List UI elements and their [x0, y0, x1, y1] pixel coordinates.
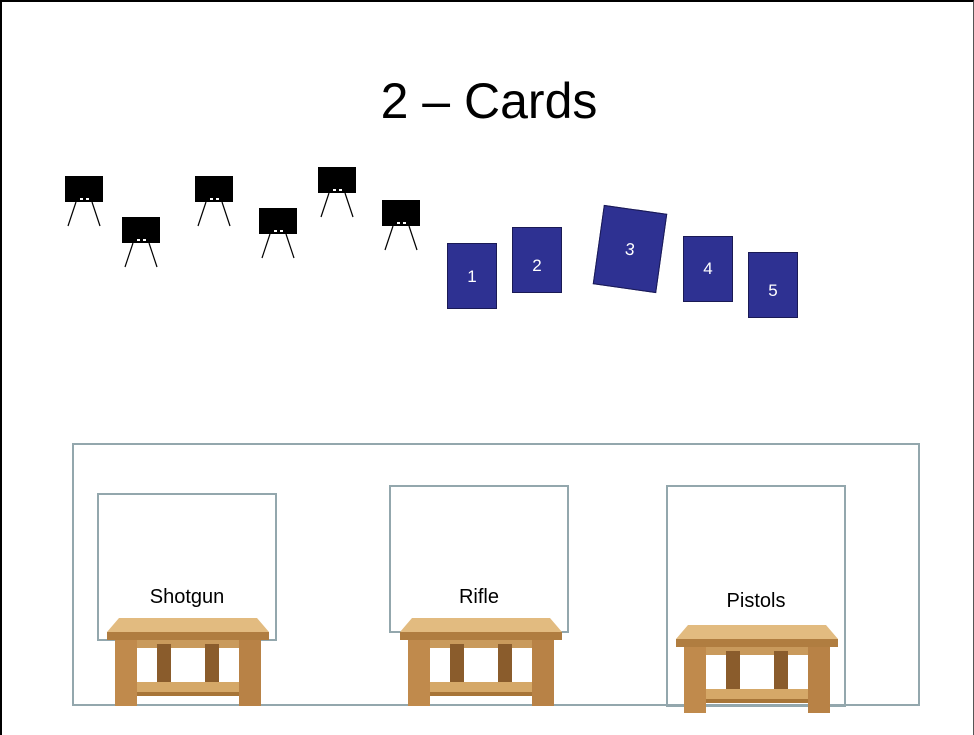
station-label: Shotgun [99, 586, 275, 609]
station-rifle: Rifle [389, 485, 569, 633]
target-icon [192, 174, 236, 236]
station-label: Pistols [668, 590, 844, 613]
station-label: Rifle [391, 586, 567, 609]
target-icon [119, 215, 163, 277]
card-4: 4 [683, 236, 733, 302]
card-1: 1 [447, 243, 497, 309]
target-icon [256, 206, 300, 268]
target-icon [315, 165, 359, 227]
card-2: 2 [512, 227, 562, 293]
card-5: 5 [748, 252, 798, 318]
wooden-table-icon [674, 623, 840, 715]
wooden-table-icon [398, 616, 564, 708]
target-icon [379, 198, 423, 260]
slide-title: 2 – Cards [2, 66, 974, 136]
card-3: 3 [593, 205, 668, 293]
target-icon [62, 174, 106, 236]
wooden-table-icon [105, 616, 271, 708]
